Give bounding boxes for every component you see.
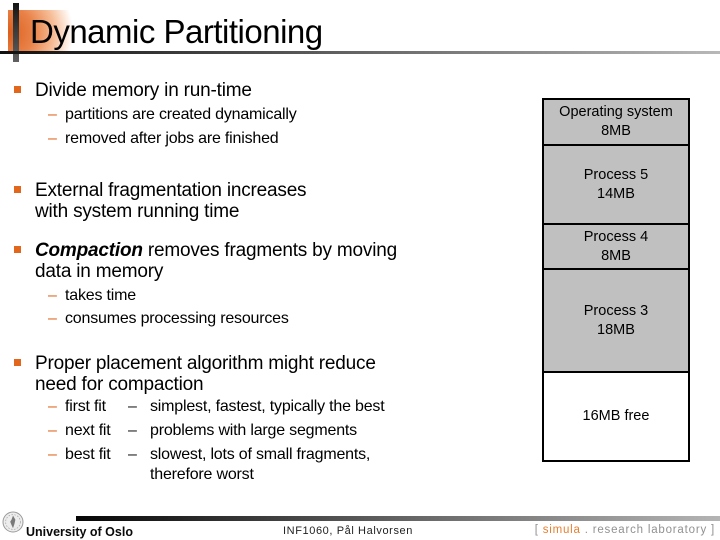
dash-bullet-icon: – [48,310,57,327]
bullet-line: need for compaction [35,374,204,395]
dash-bullet-icon: – [48,422,57,439]
compaction-keyword: Compaction [35,240,143,261]
subbullet-text: takes time [65,287,136,304]
fit-term: next fit [65,422,111,439]
bullet-text: Compaction removes fragments by moving d… [35,240,397,282]
dash-bullet-icon: – [48,287,57,304]
bullet-external-fragmentation: External fragmentation increases with sy… [14,180,307,222]
memory-block-size: 8MB [601,123,631,139]
subbullet-best-fit: – best fit – slowest, lots of small frag… [48,445,450,485]
memory-block-free: 16MB free [544,371,688,460]
memory-block-process-3: Process 3 18MB [544,268,688,371]
title-underline [0,51,720,54]
dash-bullet-icon: – [48,106,57,123]
subbullet-first-fit: – first fit – simplest, fastest, typical… [48,397,450,417]
bullet-text: External fragmentation increases with sy… [35,180,307,222]
subbullet-text: partitions are created dynamically [65,106,297,123]
subbullet-removed-after-jobs: – removed after jobs are finished [48,129,279,148]
memory-block-size: 8MB [601,247,631,264]
bullet-compaction: Compaction removes fragments by moving d… [14,240,397,282]
simula-brand: simula [542,524,581,536]
lab-bracket-open: [ [534,524,543,536]
footer-lab-credit: [ simula . research laboratory ] [535,524,715,536]
bullet-text: Proper placement algorithm might reduce … [35,353,376,395]
memory-block-process-5: Process 5 14MB [544,144,688,223]
bullet-square-icon [14,246,21,253]
fit-term: first fit [65,398,106,415]
bullet-line: External fragmentation increases [35,180,307,201]
bullet-line: data in memory [35,261,164,282]
fit-description-line: problems with large segments [150,422,357,439]
bullet-square-icon [14,86,21,93]
bullet-text: Divide memory in run-time [35,80,252,101]
subbullet-next-fit: – next fit – problems with large segment… [48,421,450,441]
footer-rule [76,516,720,521]
bullet-divide-memory: Divide memory in run-time [14,80,252,101]
bullet-square-icon [14,359,21,366]
dash-bullet-icon: – [48,398,57,415]
bullet-placement-algorithm: Proper placement algorithm might reduce … [14,353,376,395]
memory-block-operating-system: Operating system 8MB [544,100,688,144]
memory-block-label: Process 5 [583,166,649,183]
memory-block-label: Process 3 [583,302,649,319]
dash-bullet-icon: – [48,446,57,463]
bullet-line: Compaction removes fragments by moving [35,240,397,261]
memory-block-size: 14MB [597,185,635,202]
bullet-square-icon [14,186,21,193]
dash-separator: – [128,446,137,463]
memory-block-label: Process 4 [583,228,649,245]
fit-description: problems with large segments [150,421,450,441]
memory-diagram: Operating system 8MB Process 5 14MB Proc… [542,98,690,462]
bullet-line-rest: removes fragments by moving [142,240,397,261]
university-seal-icon [2,511,24,533]
subbullet-text: consumes processing resources [65,310,289,327]
lab-credit-rest: . research laboratory ] [580,524,715,536]
fit-description: simplest, fastest, typically the best [150,397,450,417]
subbullet-consumes-resources: – consumes processing resources [48,309,289,328]
dash-separator: – [128,398,137,415]
fit-description-line: therefore worst [150,466,254,483]
fit-description-line: simplest, fastest, typically the best [150,398,385,415]
fit-term: best fit [65,446,111,463]
footer-course-info: INF1060, Pål Halvorsen [283,525,413,537]
dash-bullet-icon: – [48,130,57,147]
subbullet-takes-time: – takes time [48,286,136,305]
bullet-line: with system running time [35,201,240,222]
fit-description: slowest, lots of small fragments, theref… [150,445,450,485]
memory-block-process-4: Process 4 8MB [544,223,688,268]
footer-university-name: University of Oslo [26,525,133,539]
fit-description-line: slowest, lots of small fragments, [150,446,371,463]
page-title: Dynamic Partitioning [30,13,323,50]
bullet-line: Proper placement algorithm might reduce [35,353,376,374]
memory-block-size: 18MB [597,321,635,338]
memory-block-label: Operating system [559,104,673,120]
subbullet-text: removed after jobs are finished [65,130,279,147]
subbullet-partitions-created: – partitions are created dynamically [48,105,297,124]
dash-separator: – [128,422,137,439]
memory-block-label: 16MB free [582,408,650,424]
title-accent-bar [13,3,19,62]
